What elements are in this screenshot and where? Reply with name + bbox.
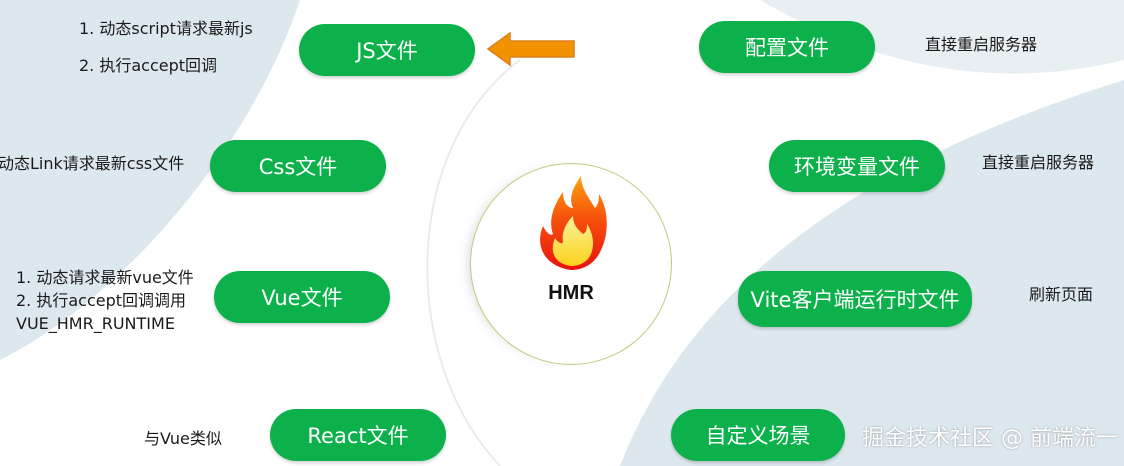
react-file-node[interactable]: React文件 [270,409,446,461]
hmr-center-circle: HMR [470,163,672,365]
top-right-background-blob [760,0,1124,74]
faint-orbit-line [426,59,521,466]
vue-note-line-1: 1. 动态请求最新vue文件 [16,268,194,287]
js-note-line-2: 2. 执行accept回调 [79,56,218,75]
vue-note-line-2: 2. 执行accept回调调用 [16,291,187,310]
vue-note-line-3: VUE_HMR_RUNTIME [16,314,175,333]
config-note: 直接重启服务器 [925,35,1038,54]
css-note: 动态Link请求最新css文件 [0,154,185,173]
vue-file-node[interactable]: Vue文件 [214,271,390,323]
left-arrow-icon [486,31,575,67]
config-file-node[interactable]: 配置文件 [699,21,875,73]
vite-client-note: 刷新页面 [1029,285,1094,304]
left-background-blob [0,0,300,360]
hmr-label: HMR [548,282,594,304]
react-note: 与Vue类似 [144,429,222,448]
watermark: 掘金技术社区 @ 前端流一 [862,426,1118,451]
vue-note: 1. 动态请求最新vue文件 2. 执行accept回调调用 VUE_HMR_R… [16,266,194,335]
vite-client-file-node[interactable]: Vite客户端运行时文件 [738,271,972,327]
env-file-node[interactable]: 环境变量文件 [769,140,945,192]
flame-icon [540,176,607,270]
env-note: 直接重启服务器 [982,153,1095,172]
custom-scenario-node[interactable]: 自定义场景 [671,409,845,461]
js-note: 1. 动态script请求最新js 2. 执行accept回调 [79,18,253,77]
js-file-node[interactable]: JS文件 [299,24,475,76]
css-file-node[interactable]: Css文件 [210,140,386,192]
js-note-line-1: 1. 动态script请求最新js [79,19,253,38]
